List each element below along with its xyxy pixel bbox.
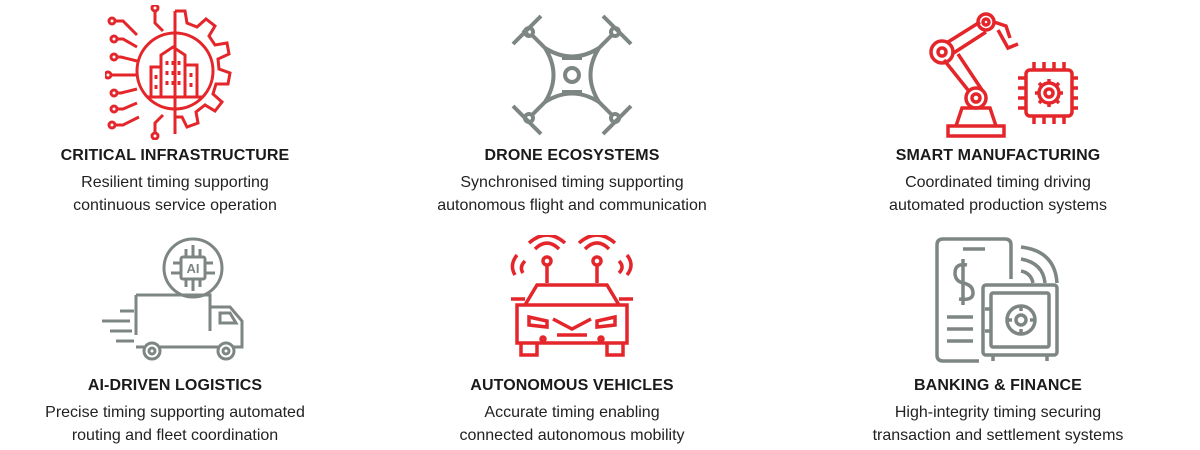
description-line: autonomous flight and communication	[437, 197, 707, 214]
description-line: transaction and settlement systems	[872, 427, 1124, 444]
description-line: connected autonomous mobility	[459, 427, 685, 444]
card-title: CRITICAL INFRASTRUCTURE	[60, 147, 290, 164]
card-description: Accurate timing enabling connected auton…	[372, 401, 772, 447]
description-line: Precise timing supporting automated	[45, 404, 305, 421]
card-title: AI-DRIVEN LOGISTICS	[87, 377, 263, 394]
description-line: continuous service operation	[73, 197, 277, 214]
icon-container	[798, 0, 1198, 140]
card-drone-ecosystems: DRONE ECOSYSTEMS Synchronised timing sup…	[372, 0, 772, 217]
card-title: SMART MANUFACTURING	[895, 147, 1101, 164]
icon-container	[372, 233, 772, 363]
description-line: Accurate timing enabling	[484, 404, 660, 421]
connected-car-icon	[510, 235, 633, 357]
icon-container: AI	[0, 233, 375, 363]
card-title: BANKING & FINANCE	[914, 377, 1082, 394]
card-description: High-integrity timing securing transacti…	[798, 401, 1198, 447]
icon-container	[0, 0, 375, 140]
card-description: Resilient timing supporting continuous s…	[0, 171, 375, 217]
description-line: Resilient timing supporting	[81, 174, 269, 191]
description-line: automated production systems	[889, 197, 1107, 214]
description-line: Coordinated timing driving	[905, 174, 1091, 191]
card-banking-finance: BANKING & FINANCE High-integrity timing …	[798, 233, 1198, 447]
card-ai-driven-logistics: AI AI-DRIVEN LOGISTICS Precise timing su…	[0, 233, 375, 447]
description-line: Synchronised timing supporting	[460, 174, 684, 191]
card-description: Synchronised timing supporting autonomou…	[372, 171, 772, 217]
card-title: DRONE ECOSYSTEMS	[484, 147, 660, 164]
card-description: Precise timing supporting automated rout…	[0, 401, 375, 447]
ai-badge-label: AI	[187, 261, 200, 276]
card-smart-manufacturing: SMART MANUFACTURING Coordinated timing d…	[798, 0, 1198, 217]
icon-container	[372, 0, 772, 140]
ai-truck-icon: AI	[102, 237, 244, 361]
description-line: High-integrity timing securing	[894, 404, 1102, 421]
robot-arm-chip-icon	[929, 12, 1078, 138]
card-description: Coordinated timing driving automated pro…	[798, 171, 1198, 217]
card-critical-infrastructure: CRITICAL INFRASTRUCTURE Resilient timing…	[0, 0, 375, 217]
card-autonomous-vehicles: AUTONOMOUS VEHICLES Accurate timing enab…	[372, 233, 772, 447]
phone-safe-icon	[935, 237, 1059, 363]
card-title: AUTONOMOUS VEHICLES	[470, 377, 674, 394]
icon-container	[798, 233, 1198, 363]
drone-icon	[511, 14, 633, 136]
description-line: routing and fleet coordination	[71, 427, 279, 444]
gear-city-circuit-icon	[105, 5, 232, 140]
